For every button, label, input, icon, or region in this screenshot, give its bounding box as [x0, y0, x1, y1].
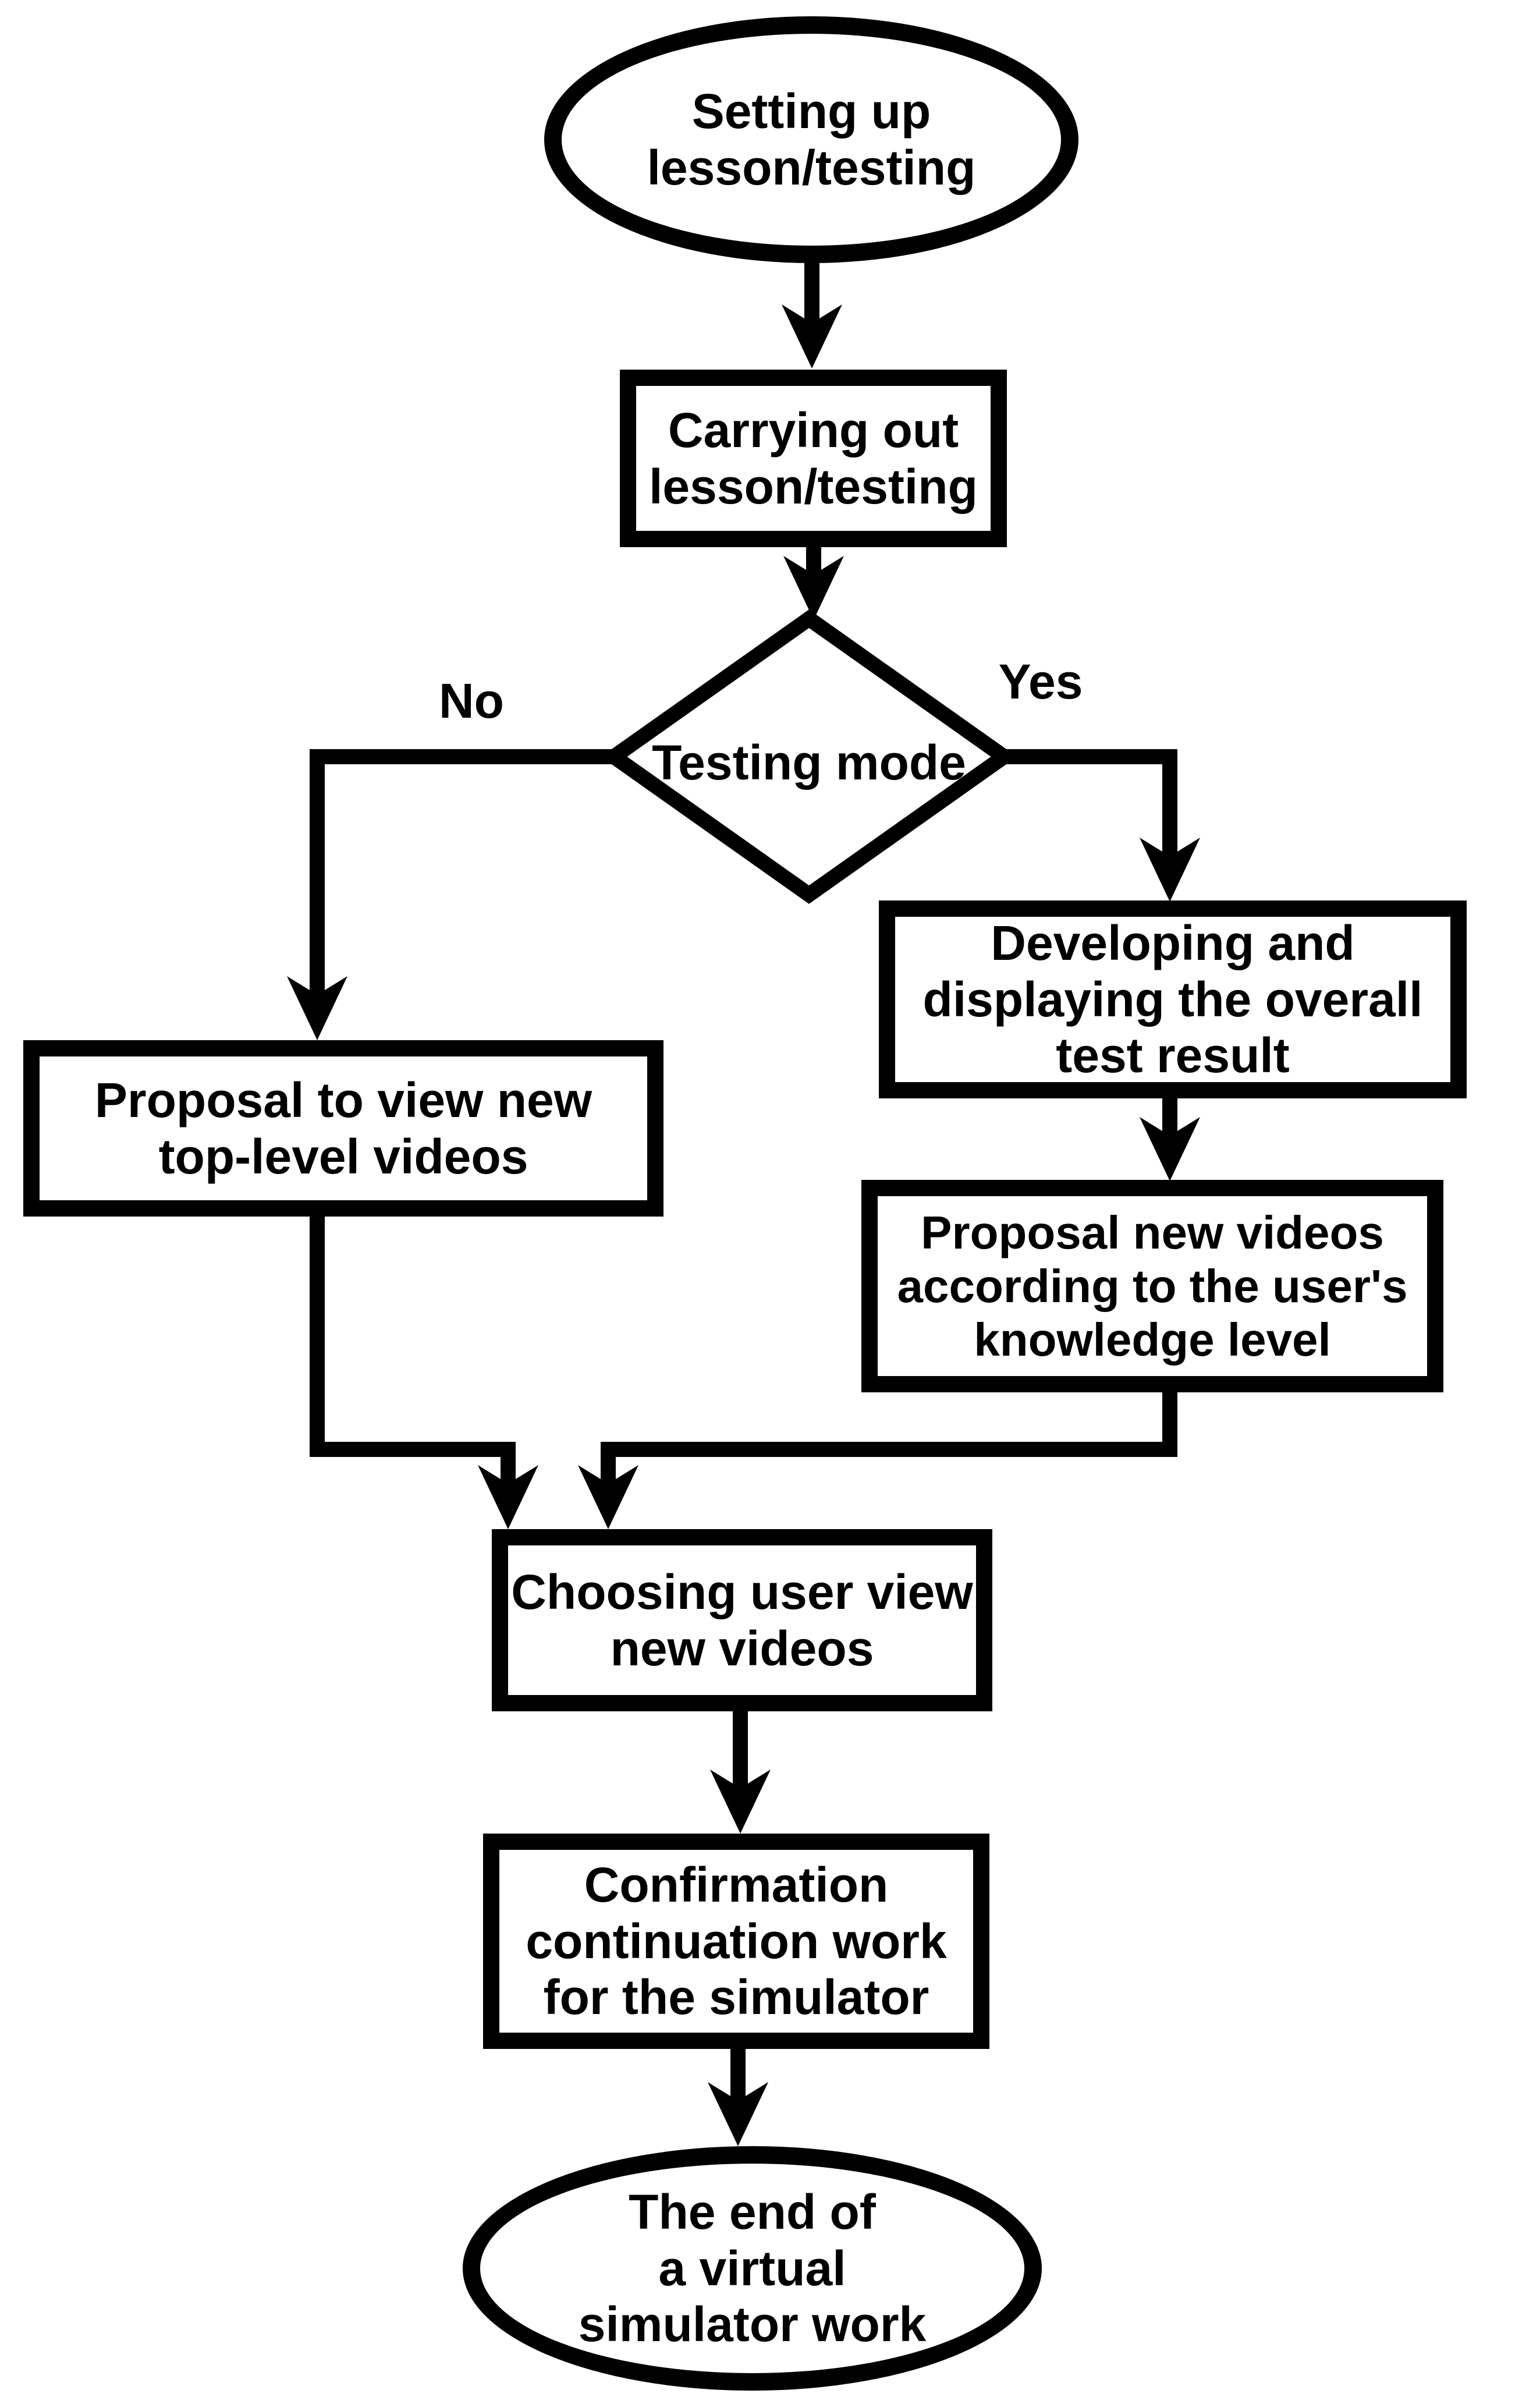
arrowhead-right-into-choosing [578, 1465, 638, 1529]
start-node: Setting up lesson/testing [544, 16, 1078, 263]
node-label-line: Proposal to view new [94, 1072, 592, 1127]
node-label-line: a virtual [658, 2240, 846, 2296]
no-branch-label: No [439, 673, 504, 728]
arrowhead-into-proposal-top [287, 976, 347, 1040]
node-label-line: test result [1056, 1028, 1290, 1083]
proposal-top-level-node: Proposal to view new top-level videos [23, 1040, 663, 1217]
yes-branch-label: Yes [998, 654, 1083, 709]
decision-diamond-shape [601, 609, 1017, 904]
developing-result-node: Developing and displaying the overall te… [879, 900, 1467, 1098]
choosing-videos-node: Choosing user view new videos [492, 1529, 992, 1711]
arrowhead-into-proposal-kn [1140, 1117, 1200, 1181]
node-label-line: The end of [629, 2185, 876, 2240]
arrowhead-into-testing [783, 556, 844, 620]
node-label-line: simulator work [578, 2297, 927, 2352]
node-label-line: Developing and [991, 916, 1355, 971]
node-label-line: displaying the overall [922, 971, 1423, 1027]
arrowhead-into-developing [1140, 838, 1200, 902]
edge-testing-yes-branch [998, 749, 1177, 857]
node-label-line: Choosing user view [511, 1564, 973, 1619]
node-label-line: according to the user's [897, 1260, 1408, 1312]
end-node: The end of a virtual simulator work [463, 2146, 1042, 2391]
node-label-line: lesson/testing [649, 459, 978, 514]
arrowhead-into-confirmation [710, 1770, 771, 1834]
node-label-line: knowledge level [974, 1313, 1331, 1366]
node-label-line: continuation work [526, 1913, 947, 1969]
node-label-line: Proposal new videos [921, 1206, 1384, 1258]
edge-proposal-top-to-choosing [310, 1215, 516, 1486]
arrowhead-left-into-choosing [478, 1465, 538, 1529]
node-label-line: new videos [610, 1621, 874, 1676]
node-label-line: Confirmation [584, 1857, 889, 1913]
carrying-out-node: Carrying out lesson/testing [620, 370, 1007, 547]
confirmation-node: Confirmation continuation work for the s… [483, 1834, 989, 2049]
proposal-knowledge-node: Proposal new videos according to the use… [861, 1180, 1443, 1392]
edge-testing-no-branch [310, 749, 620, 997]
node-label-line: lesson/testing [647, 140, 976, 195]
testing-mode-decision-label: Testing mode [614, 640, 1004, 885]
arrowhead-into-end [708, 2082, 768, 2146]
node-label-line: for the simulator [543, 1970, 929, 2025]
node-label-line: Carrying out [668, 402, 959, 458]
arrowhead-into-carrying [782, 304, 842, 368]
edge-proposal-kn-to-choosing [601, 1391, 1177, 1486]
node-label-line: top-level videos [158, 1129, 528, 1184]
node-label-line: Testing mode [652, 735, 966, 790]
node-label-line: Setting up [691, 84, 931, 139]
